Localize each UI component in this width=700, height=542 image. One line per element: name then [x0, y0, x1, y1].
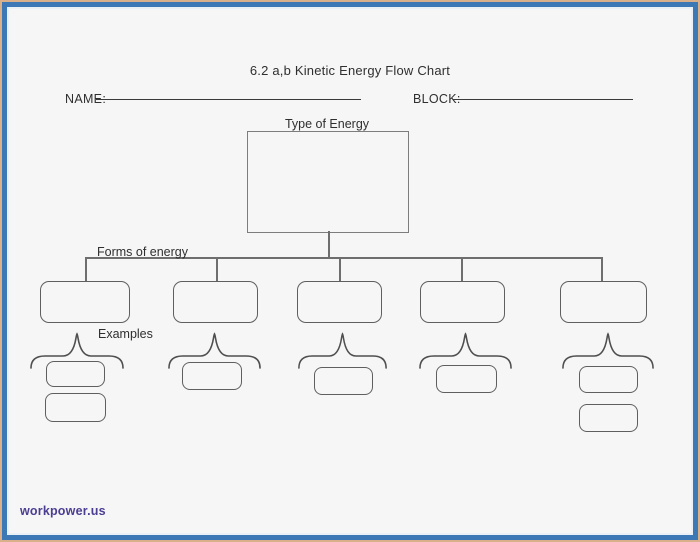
- form-box-3: [297, 281, 382, 323]
- example-box-4: [436, 365, 497, 393]
- type-of-energy-box: [247, 131, 409, 233]
- form-box-4: [420, 281, 505, 323]
- brace-icon-3: [298, 332, 387, 369]
- brace-icon-1: [30, 332, 124, 369]
- block-line: [453, 86, 633, 100]
- name-line: [96, 86, 361, 100]
- connector-horizontal: [85, 257, 602, 259]
- example-box-5b: [579, 404, 638, 432]
- forms-of-energy-label: Forms of energy: [97, 245, 189, 259]
- brace-icon-4: [419, 332, 512, 369]
- name-label: NAME:: [65, 92, 107, 106]
- connector-drop-1: [85, 257, 87, 281]
- connector-drop-5: [601, 257, 603, 281]
- example-box-5a: [579, 366, 638, 393]
- form-box-5: [560, 281, 647, 323]
- connector-main-vertical: [328, 231, 330, 258]
- brace-icon-2: [168, 332, 261, 369]
- watermark-text: workpower.us: [20, 504, 106, 518]
- type-of-energy-label: Type of Energy: [284, 117, 370, 131]
- examples-label: Examples: [98, 327, 153, 341]
- example-box-3: [314, 367, 373, 395]
- form-box-2: [173, 281, 258, 323]
- block-label: BLOCK:: [413, 92, 461, 106]
- connector-drop-3: [339, 257, 341, 281]
- form-box-1: [40, 281, 130, 323]
- example-box-1a: [46, 361, 105, 387]
- worksheet-title: 6.2 a,b Kinetic Energy Flow Chart: [249, 63, 451, 78]
- worksheet-content: 6.2 a,b Kinetic Energy Flow Chart NAME: …: [7, 7, 693, 535]
- example-box-2: [182, 362, 242, 390]
- connector-drop-4: [461, 257, 463, 281]
- example-box-1b: [45, 393, 106, 422]
- brace-icon-5: [562, 332, 654, 369]
- connector-drop-2: [216, 257, 218, 281]
